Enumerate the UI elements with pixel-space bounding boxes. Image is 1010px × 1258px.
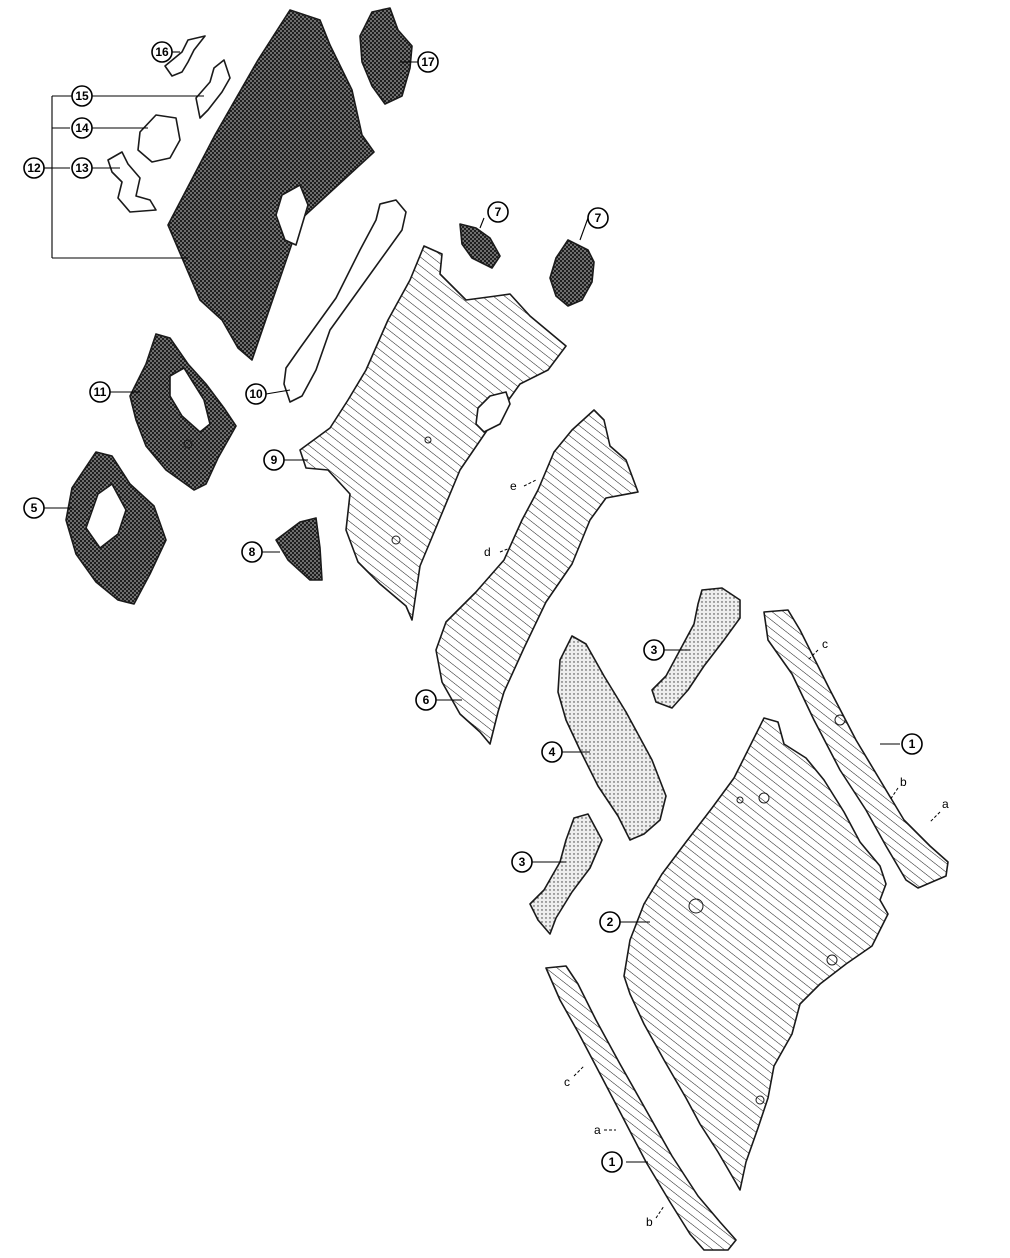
- part-12-cutout: [275, 184, 309, 246]
- svg-text:4: 4: [549, 745, 556, 759]
- svg-text:14: 14: [75, 121, 89, 135]
- callout-11: 11: [89, 381, 111, 403]
- callout-12: 12: [23, 157, 45, 179]
- callout-6: 7: [587, 207, 609, 229]
- part-12-rear-panel: [167, 9, 375, 361]
- letter-c-upper: c: [822, 637, 828, 651]
- letter-e: e: [510, 479, 517, 493]
- svg-text:7: 7: [595, 211, 602, 225]
- svg-text:16: 16: [155, 45, 169, 59]
- callout-2: 2: [599, 911, 621, 933]
- leader-lines: [44, 51, 900, 1163]
- part-15-bracket: [195, 59, 231, 119]
- svg-text:5: 5: [31, 501, 38, 515]
- letter-c-lower: c: [564, 1075, 570, 1089]
- callout-15: 15: [71, 85, 93, 107]
- part-8-opening: [475, 391, 511, 433]
- part-3-lower-bracket: [529, 813, 603, 935]
- letter-a-lower: a: [594, 1123, 601, 1137]
- callout-7-lower: 8: [241, 541, 263, 563]
- part-16-bracket: [164, 35, 206, 77]
- svg-text:12: 12: [27, 161, 41, 175]
- callout-14: 14: [71, 117, 93, 139]
- callout-9: 10: [245, 383, 267, 405]
- part-14-bracket: [137, 114, 181, 163]
- callout-10: 5: [23, 497, 45, 519]
- part-10-cutout: [85, 483, 127, 549]
- part-7-lower-gusset: [275, 517, 323, 581]
- letter-d: d: [484, 545, 491, 559]
- svg-text:13: 13: [75, 161, 89, 175]
- svg-text:11: 11: [94, 385, 107, 399]
- callout-3-lower: 3: [511, 851, 533, 873]
- svg-text:7: 7: [495, 205, 502, 219]
- svg-text:15: 15: [75, 89, 89, 103]
- callout-17: 17: [417, 51, 439, 73]
- callout-1-upper: 1: [901, 733, 923, 755]
- part-1-right-rail: [763, 609, 949, 889]
- part-6-plate: [549, 239, 595, 307]
- part-13-bracket: [107, 151, 157, 213]
- part-5-rail: [435, 409, 639, 745]
- letter-b-lower: b: [646, 1215, 653, 1229]
- svg-text:9: 9: [271, 453, 278, 467]
- letter-a-upper: a: [942, 797, 949, 811]
- svg-text:10: 10: [249, 387, 263, 401]
- group-12-bracket: [44, 95, 188, 259]
- part-3-upper-bracket: [651, 587, 741, 709]
- svg-text:1: 1: [909, 737, 916, 751]
- callout-5: 6: [415, 689, 437, 711]
- svg-text:2: 2: [607, 915, 614, 929]
- part-8-floor-panel: [299, 245, 567, 621]
- callout-16: 16: [151, 41, 173, 63]
- svg-text:1: 1: [609, 1155, 616, 1169]
- letter-arrows: [499, 479, 941, 1219]
- svg-text:6: 6: [423, 693, 430, 707]
- part-7-upper-gusset: [459, 223, 501, 269]
- part-2-main-floor: [623, 717, 889, 1191]
- callout-13: 13: [71, 157, 93, 179]
- callout-4: 4: [541, 741, 563, 763]
- part-17-plate: [359, 7, 413, 105]
- part-9-cross-member: [283, 199, 407, 403]
- callout-8: 9: [263, 449, 285, 471]
- svg-text:3: 3: [519, 855, 526, 869]
- callout-3-upper: 3: [643, 639, 665, 661]
- svg-text:17: 17: [421, 55, 435, 69]
- part-1-left-rail: [545, 965, 737, 1251]
- letter-labels: c b a d e c a b: [484, 479, 949, 1229]
- callout-1-lower: 1: [601, 1151, 623, 1173]
- callout-7-upper: 7: [487, 201, 509, 223]
- svg-text:8: 8: [249, 545, 256, 559]
- part-4-reinforcement: [557, 635, 667, 841]
- svg-text:3: 3: [651, 643, 658, 657]
- letter-b-upper: b: [900, 775, 907, 789]
- part-11-cutout: [169, 367, 211, 433]
- part-details: [183, 436, 846, 1105]
